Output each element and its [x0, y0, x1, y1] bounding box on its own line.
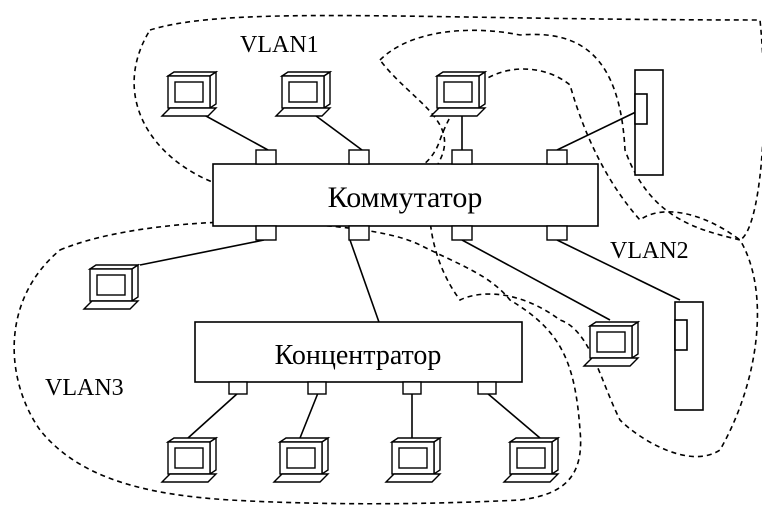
switch-label: Коммутатор: [328, 181, 483, 214]
computer-icon: [274, 70, 333, 117]
port-icon: [477, 381, 497, 395]
port-icon: [255, 225, 277, 241]
port-icon: [451, 149, 473, 165]
computer-icon: [582, 320, 641, 367]
port-icon: [451, 225, 473, 241]
computer-icon: [160, 70, 219, 117]
server-icon: [674, 301, 704, 411]
port-icon: [348, 225, 370, 241]
vlan3-label: VLAN3: [45, 375, 124, 401]
switch-ports: [255, 149, 568, 241]
vlan2-boundary: [378, 29, 759, 458]
computer-icon: [82, 263, 141, 310]
port-icon: [546, 225, 568, 241]
computer-icon: [160, 436, 219, 483]
switch: Коммутатор: [212, 149, 599, 241]
links: [139, 109, 681, 439]
computer-icon: [384, 436, 443, 483]
port-icon: [228, 381, 248, 395]
vlan1-label: VLAN1: [240, 32, 319, 58]
computer-icon: [502, 436, 561, 483]
computer-icon: [429, 70, 488, 117]
port-icon: [402, 381, 422, 395]
port-icon: [255, 149, 277, 165]
vlan2-label: VLAN2: [610, 238, 689, 264]
computer-icon: [272, 436, 331, 483]
port-icon: [348, 149, 370, 165]
hub: Концентратор: [194, 321, 523, 395]
port-icon: [546, 149, 568, 165]
hub-label: Концентратор: [275, 340, 442, 371]
port-icon: [307, 381, 327, 395]
server-icon: [634, 69, 664, 176]
hub-ports: [228, 381, 497, 395]
computers: [82, 70, 641, 483]
